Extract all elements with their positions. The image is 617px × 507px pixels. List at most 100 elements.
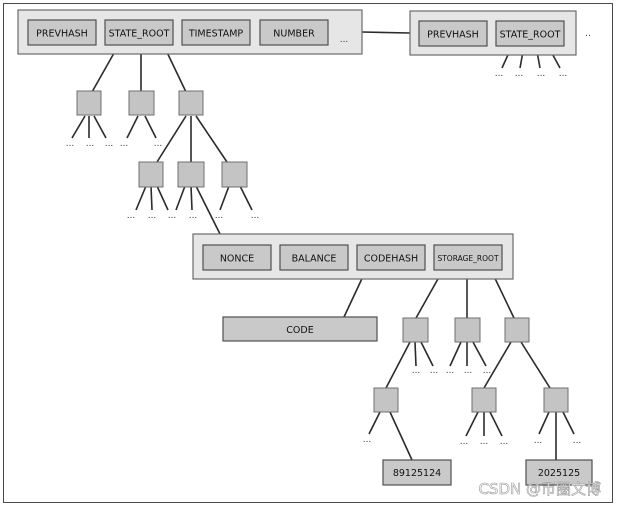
edge-n1c-n2c xyxy=(195,115,228,163)
ellipsis: ... xyxy=(537,69,546,79)
ellipsis: ... xyxy=(464,366,473,376)
edge-leaf xyxy=(420,341,434,367)
ellipsis: ... xyxy=(559,69,568,79)
account-record: NONCE BALANCE CODEHASH STORAGE_ROOT xyxy=(192,233,514,280)
block-header-1: PREVHASH STATE_ROOT TIMESTAMP NUMBER ... xyxy=(17,9,363,55)
edge-n1c-n2a xyxy=(156,115,187,163)
storage-value-1: 89125124 xyxy=(393,468,441,479)
ellipsis: ... xyxy=(500,437,509,447)
code-box xyxy=(222,316,378,342)
edge-leaf xyxy=(175,185,186,211)
edge-leaf xyxy=(190,185,193,211)
state-root-label-2: STATE_ROOT xyxy=(500,30,561,41)
ellipsis: ... xyxy=(86,139,95,149)
trie-node xyxy=(76,90,102,116)
csdn-watermark: CSDN @币圈文博 xyxy=(478,480,601,498)
balance-label: BALANCE xyxy=(292,254,337,265)
state-root-label: STATE_ROOT xyxy=(109,29,170,40)
ellipsis: ... xyxy=(105,139,114,149)
trie-node xyxy=(138,161,164,188)
trie-node xyxy=(504,317,530,343)
state-root-field xyxy=(104,19,174,46)
ellipsis: ... xyxy=(189,211,198,221)
edge-leaf xyxy=(472,341,487,367)
edge-leaf xyxy=(239,185,253,211)
ellipsis: ... xyxy=(148,211,157,221)
ellipsis: ... xyxy=(412,366,421,376)
ellipsis: ... xyxy=(483,366,492,376)
storage-value-box-1 xyxy=(382,459,452,486)
code-label: CODE xyxy=(286,325,313,336)
storage-value-2: 2025125 xyxy=(538,468,580,479)
block-link-edge xyxy=(361,31,411,34)
ellipsis: ... xyxy=(66,139,75,149)
ellipsis: ... xyxy=(215,211,224,221)
ellipsis: ... xyxy=(534,436,543,446)
edge-leaf xyxy=(489,411,503,437)
number-field xyxy=(259,19,329,46)
ellipsis-marks: ... ... ... ... ... ... ... ... ... ... … xyxy=(66,69,582,447)
block-header-2: PREVHASH STATE_ROOT .. xyxy=(409,10,591,56)
number-label: NUMBER xyxy=(273,29,315,40)
edge-leaf xyxy=(156,185,169,211)
balance-field xyxy=(279,244,349,271)
edge-leaf xyxy=(135,185,147,211)
trie-node xyxy=(454,317,481,343)
edge-leaf xyxy=(126,115,139,139)
storage-root-field xyxy=(433,244,503,271)
edge-n2b-account xyxy=(195,185,221,235)
edge-leaf xyxy=(71,115,86,139)
trie-node xyxy=(177,161,205,188)
edge-leaf xyxy=(93,115,107,139)
edge-leaf xyxy=(538,411,550,435)
timestamp-field xyxy=(181,19,251,46)
trie-node xyxy=(373,387,399,413)
state-root-field-2 xyxy=(495,20,565,47)
codehash-label: CODEHASH xyxy=(364,254,418,265)
codehash-field xyxy=(356,244,426,271)
ellipsis: ... xyxy=(446,366,455,376)
ellipsis: ... xyxy=(251,211,260,221)
ellipsis: ... xyxy=(460,437,469,447)
ellipsis: ... xyxy=(573,436,582,446)
storage-value-box-2 xyxy=(525,459,593,486)
state-trie-nodes xyxy=(76,90,248,188)
edge-leaf xyxy=(150,185,153,211)
ellipsis: ... xyxy=(154,139,163,149)
timestamp-label: TIMESTAMP xyxy=(188,29,244,40)
more-fields-ellipsis-2: .. xyxy=(585,29,591,39)
edge-leaf xyxy=(414,341,417,367)
ellipsis: ... xyxy=(495,69,504,79)
trie-node xyxy=(402,317,429,343)
ellipsis: ... xyxy=(430,366,439,376)
storage-trie-nodes xyxy=(373,317,569,413)
edge-s1c-s2b xyxy=(483,341,512,389)
edge-s1c-s2c xyxy=(520,341,551,389)
prevhash-label: PREVHASH xyxy=(36,29,88,40)
trie-node xyxy=(128,90,155,116)
prevhash-label-2: PREVHASH xyxy=(427,30,479,41)
edge-leaf xyxy=(368,411,381,435)
prevhash-field xyxy=(27,19,97,46)
edge-s1a-s2a xyxy=(385,341,411,389)
edge-leaf xyxy=(219,185,230,211)
edge-leaf xyxy=(465,411,479,437)
more-fields-ellipsis: ... xyxy=(340,35,349,45)
ellipsis: ... xyxy=(168,211,177,221)
nonce-field xyxy=(202,244,272,271)
ellipsis: ... xyxy=(120,139,129,149)
edge-leaf xyxy=(449,341,462,367)
prevhash-field-2 xyxy=(418,20,488,47)
trie-node xyxy=(543,387,569,413)
ellipsis: ... xyxy=(363,435,372,445)
edge-leaf xyxy=(144,115,157,139)
edge-s2a-value1 xyxy=(389,411,413,461)
storage-root-label: STORAGE_ROOT xyxy=(437,254,498,263)
trie-node xyxy=(221,161,248,188)
ellipsis: ... xyxy=(515,69,524,79)
edge-leaf xyxy=(562,411,575,435)
nonce-label: NONCE xyxy=(220,254,254,265)
ellipsis: ... xyxy=(127,211,136,221)
ellipsis: ... xyxy=(480,437,489,447)
